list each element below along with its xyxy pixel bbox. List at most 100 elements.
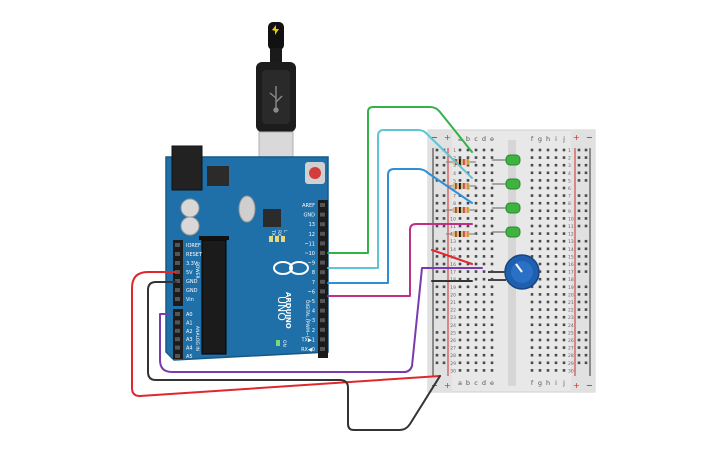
breadboard-hole [474, 247, 478, 251]
digital-pin-label: 8 [312, 270, 315, 276]
breadboard-hole [554, 171, 558, 175]
breadboard-hole [546, 247, 550, 251]
power-pin-label: RESET [186, 252, 203, 258]
breadboard-hole [482, 239, 486, 243]
resistor-band [455, 231, 457, 237]
breadboard-hole [538, 255, 542, 258]
breadboard-hole [554, 338, 558, 342]
rail-hole [435, 338, 439, 342]
breadboard-hole [466, 331, 470, 334]
breadboard-hole [530, 315, 534, 319]
breadboard-hole [562, 369, 566, 372]
power-pin-hole [175, 297, 180, 301]
breadboard-hole [530, 186, 534, 190]
analog-pin-label: A3 [186, 337, 193, 343]
breadboard-hole [530, 353, 534, 357]
rail-hole [577, 194, 581, 197]
breadboard-hole [562, 262, 566, 266]
rail-hole [442, 285, 446, 289]
breadboard-hole [538, 209, 542, 213]
breadboard-hole [474, 156, 478, 159]
row-number-left: 8 [453, 201, 456, 207]
breadboard-hole [530, 217, 534, 220]
breadboard-hole [538, 361, 542, 365]
rail-hole [442, 171, 446, 175]
breadboard-hole [474, 262, 478, 266]
breadboard-hole [546, 148, 550, 152]
breadboard-hole [554, 293, 558, 296]
breadboard-hole [474, 308, 478, 311]
resistor-band [463, 183, 465, 189]
digital-pin-hole [320, 279, 325, 284]
rail-hole [584, 338, 588, 342]
breadboard-hole [562, 224, 566, 228]
breadboard-hole [554, 353, 558, 357]
breadboard-hole [458, 315, 462, 319]
rail-hole [442, 247, 446, 251]
breadboard-hole [538, 224, 542, 228]
breadboard-hole [490, 361, 494, 365]
breadboard-hole [530, 232, 534, 235]
wire-black-gnd [147, 281, 441, 431]
capacitor-1 [180, 198, 200, 218]
breadboard-hole [562, 171, 566, 175]
rail-hole [584, 270, 588, 273]
breadboard-hole [530, 171, 534, 175]
wire-purple-a0 [159, 267, 483, 373]
rail-hole [435, 300, 439, 304]
breadboard-hole [458, 300, 462, 304]
breadboard-hole [546, 338, 550, 342]
rail-hole [442, 293, 446, 296]
rail-hole [584, 171, 588, 175]
breadboard-hole [554, 247, 558, 251]
breadboard-hole [546, 179, 550, 182]
column-letter: b [466, 379, 470, 387]
breadboard-hole [562, 270, 566, 273]
rail-hole [435, 346, 439, 349]
rail-hole [435, 270, 439, 273]
breadboard-hole [458, 323, 462, 327]
breadboard-hole [490, 179, 494, 182]
breadboard-hole [554, 285, 558, 289]
rail-hole [584, 300, 588, 304]
digital-pin-label: ~5 [308, 299, 315, 305]
breadboard-hole [530, 346, 534, 349]
row-number-right: 22 [568, 308, 574, 314]
lightning-icon [272, 25, 279, 35]
breadboard-hole [562, 186, 566, 190]
arduino-logo [273, 261, 309, 275]
breadboard-hole [482, 171, 486, 175]
rail-hole [442, 209, 446, 213]
power-pin-hole [175, 243, 180, 247]
breadboard-hole [538, 232, 542, 235]
breadboard-hole [490, 163, 494, 167]
column-letter: h [546, 379, 550, 387]
breadboard-hole [474, 361, 478, 365]
power-pin-hole [175, 261, 180, 265]
rail-hole [435, 262, 439, 266]
breadboard-hole [562, 346, 566, 349]
breadboard-hole [466, 262, 470, 266]
breadboard-hole [546, 293, 550, 296]
row-number-right: 16 [568, 262, 574, 268]
breadboard-hole [482, 156, 486, 159]
rail-hole [577, 300, 581, 304]
breadboard-hole [466, 361, 470, 365]
rail-hole [584, 361, 588, 365]
row-number-right: 28 [568, 353, 574, 359]
column-letter: i [555, 135, 557, 143]
breadboard-hole [562, 217, 566, 220]
rail-minus-label-top-left: − [431, 133, 438, 142]
breadboard-hole [554, 346, 558, 349]
breadboard-hole [538, 179, 542, 182]
rail-hole [584, 201, 588, 205]
breadboard-hole [538, 353, 542, 357]
row-number-left: 20 [450, 292, 456, 298]
breadboard-hole [538, 217, 542, 220]
row-numbers: 1122334455667788991010111112121313141415… [450, 148, 574, 374]
breadboard-hole [490, 201, 494, 205]
rail-hole [584, 209, 588, 213]
breadboard-hole [490, 369, 494, 372]
